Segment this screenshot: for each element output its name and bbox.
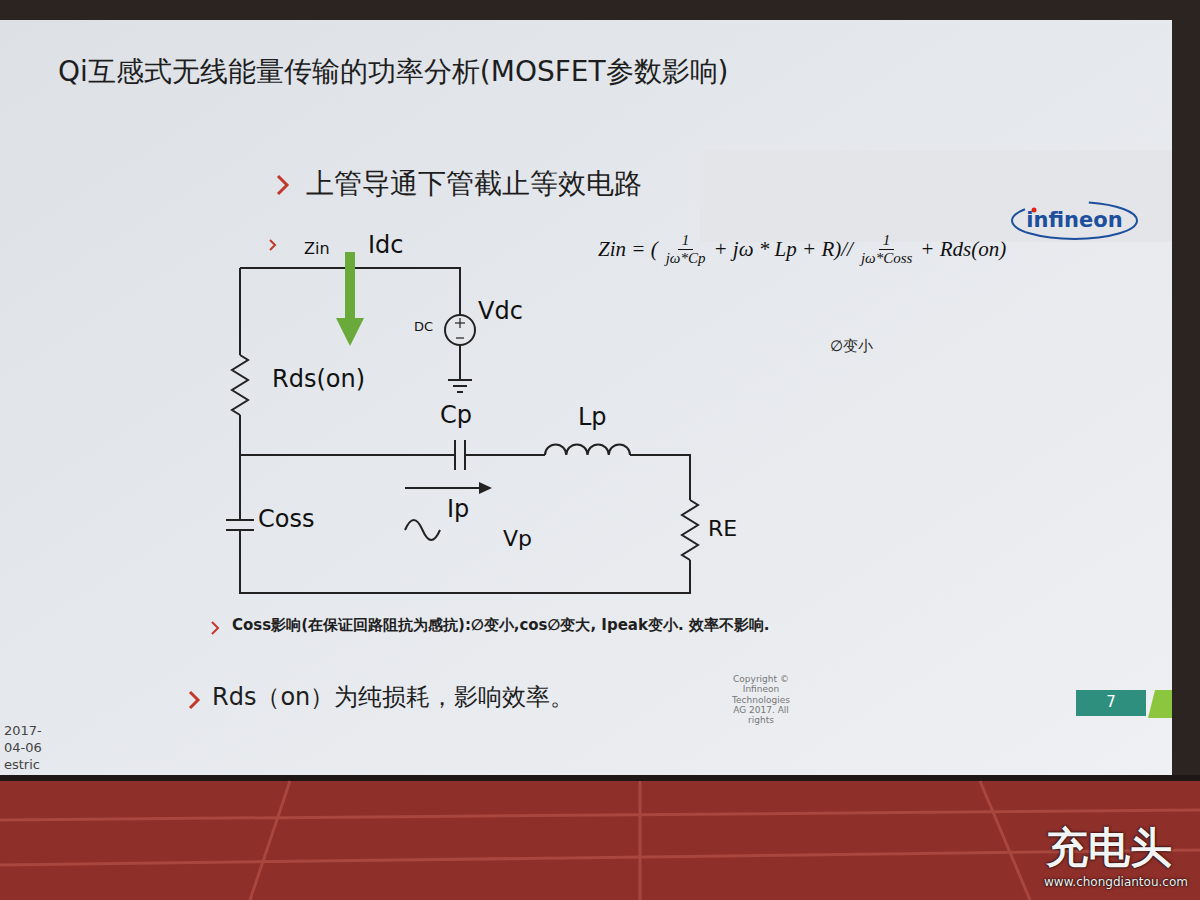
wire	[240, 530, 690, 593]
formula-term: 1jω*Coss	[857, 232, 916, 267]
bullet-mark	[278, 176, 287, 194]
stage-floor	[0, 781, 1200, 900]
ground-symbol	[448, 379, 472, 381]
bullet-mark	[270, 240, 275, 250]
signal-name: Vp	[503, 526, 532, 551]
formula-text: + Rds(on)	[920, 237, 1006, 261]
page-tab	[1076, 690, 1146, 716]
floor-line	[0, 850, 1200, 865]
note: ∅变小	[830, 338, 873, 355]
logo-swoosh	[1012, 202, 1137, 239]
resistor-symbol	[682, 500, 698, 560]
dc-source-symbol	[445, 315, 475, 345]
page-number: 7	[1076, 690, 1146, 716]
polarity-mark	[456, 337, 464, 338]
source-type: DC	[414, 320, 433, 335]
capacitor-symbol	[454, 440, 456, 470]
signal-name: Ip	[447, 496, 469, 524]
part-name: Rds(on)	[272, 366, 365, 394]
header-band	[700, 150, 1172, 242]
wire	[239, 415, 241, 520]
ceiling	[0, 0, 1200, 20]
formula-term: Zin = (	[598, 237, 658, 262]
bullet-note: Coss影响(在保证回路阻抗为感抗):∅变小,cos∅变大, Ipeak变小. …	[232, 617, 770, 634]
bullet-mark	[212, 622, 218, 634]
wire	[465, 454, 545, 456]
capacitor-symbol	[226, 519, 254, 521]
floor-line	[980, 781, 1030, 900]
signal-name: Vdc	[478, 298, 523, 326]
current-flow-arrow	[336, 252, 364, 346]
signal-name: Idc	[368, 232, 404, 260]
formula-term: + jω * Lp + R)//	[713, 237, 852, 262]
impedance-formula: Zin = (1jω*Cp+ jω * Lp + R)//1jω*Coss+ R…	[598, 232, 1006, 267]
resistor-symbol	[232, 355, 248, 415]
event-name: estric	[4, 758, 40, 773]
part-name: Lp	[578, 404, 607, 432]
floor-line	[639, 781, 642, 900]
slide-title: Qi互感式无线能量传输的功率分析(MOSFET参数影响)	[58, 56, 729, 88]
floor-line	[250, 781, 290, 900]
formula-term: 1jω*Cp	[662, 232, 710, 267]
stage-edge	[0, 775, 1200, 781]
date-stamp: 2017-	[4, 724, 42, 739]
bullet-heading: 上管导通下管截止等效电路	[306, 168, 642, 200]
part-name: RE	[708, 516, 737, 541]
formula-text: Zin = (	[598, 237, 658, 261]
slide-screen	[0, 20, 1172, 775]
ac-source-symbol	[405, 520, 440, 540]
ground-symbol	[457, 391, 463, 393]
wire	[630, 455, 690, 500]
page-tab-accent	[1148, 690, 1172, 718]
wire	[459, 345, 461, 380]
signal-name: Zin	[304, 240, 330, 258]
formula-term: + Rds(on)	[920, 237, 1006, 262]
fraction: 1jω*Coss	[857, 232, 916, 267]
watermark: www.chongdiantou.com	[1044, 876, 1188, 890]
circuit-wires	[226, 268, 698, 593]
formula-denominator: jω*Cp	[662, 250, 710, 267]
copyright-note: Copyright © Infineon Technologies AG 201…	[726, 674, 796, 726]
part-name: Coss	[258, 506, 314, 534]
part-name: Cp	[440, 402, 472, 430]
formula-denominator: jω*Coss	[857, 250, 916, 267]
polarity-mark	[459, 318, 460, 328]
fraction: 1jω*Cp	[662, 232, 710, 267]
date-stamp: 04-06	[4, 741, 42, 756]
company-logo: infineon	[1010, 200, 1139, 241]
formula-numerator: 1	[879, 232, 895, 250]
formula-numerator: 1	[678, 232, 694, 250]
wire	[239, 268, 241, 355]
bullet-mark	[190, 692, 198, 708]
bullet-note: Rds（on）为纯损耗，影响效率。	[212, 684, 574, 712]
ground-symbol	[453, 385, 467, 387]
formula-text: + jω * Lp + R)//	[713, 237, 852, 261]
watermark: 充电头	[1046, 824, 1172, 872]
current-arrow	[405, 487, 482, 489]
page-number-text: 7	[1106, 694, 1116, 711]
inductor-symbol	[545, 444, 630, 455]
floor-grid	[0, 781, 1200, 900]
company-logo-text: infineon	[1026, 208, 1123, 232]
arrow-head	[479, 482, 492, 494]
floor-line	[0, 810, 1200, 820]
wire	[240, 454, 455, 456]
